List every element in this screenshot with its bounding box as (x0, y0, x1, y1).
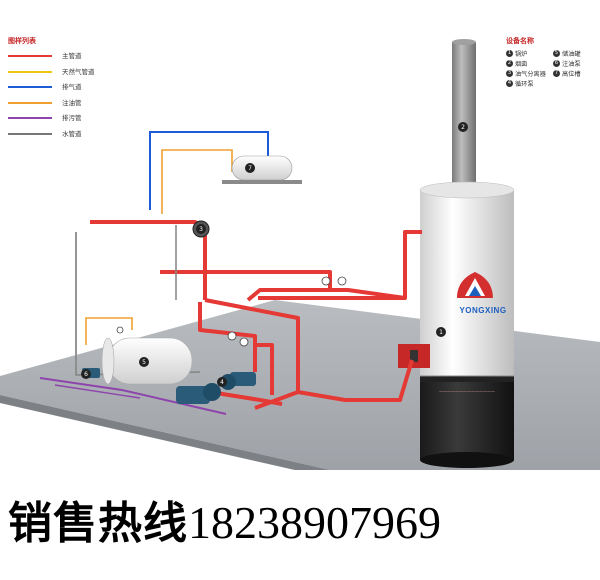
callout-2: 2 (458, 122, 468, 132)
callout-5: 5 (139, 357, 149, 367)
legend-label: 排气道 (62, 83, 82, 91)
callouts: 1 2 3 4 5 6 7 (81, 122, 468, 387)
boiler-plate: —————————————— (439, 389, 495, 394)
boiler-system-diagram: —————————————— (0, 39, 600, 470)
equipment-number: 2 (506, 60, 513, 67)
brand-logo (457, 272, 493, 298)
callout-3: 3 (196, 224, 206, 234)
injection-pipe (161, 149, 233, 214)
equipment-number: 4 (506, 80, 513, 87)
equipment-title: 设备名称 (506, 37, 534, 45)
callout-1: 1 (436, 327, 446, 337)
equipment-number: 5 (553, 50, 560, 57)
legend-title: 图样列表 (8, 37, 36, 45)
legend-swatch (8, 70, 52, 73)
equipment-label: 锅炉 (515, 51, 528, 58)
high-level-tank (222, 155, 302, 184)
equipment-label: 烟囱 (515, 61, 528, 68)
callout-4: 4 (217, 377, 227, 387)
boiler-band (420, 372, 514, 382)
legend-label: 注油管 (62, 98, 82, 107)
floor-edge (0, 395, 330, 470)
equipment-number: 6 (553, 60, 560, 67)
legend-swatch (8, 132, 52, 135)
legend-item: 天然气管道 (8, 66, 128, 82)
storage-tank (101, 337, 193, 385)
equipment-number: 7 (553, 70, 560, 77)
legend-label: 排污管 (62, 114, 82, 122)
legend-label: 水管道 (62, 129, 82, 138)
callout-2-label: 2 (461, 124, 465, 131)
callout-3-label: 3 (199, 226, 203, 233)
brand-name: YONGXING (459, 306, 507, 315)
equipment-label: 注油泵 (562, 61, 581, 68)
hotline-number: 18238907969 (188, 497, 441, 548)
callout-7-label: 7 (248, 165, 252, 172)
equipment-label: 油气分离器 (515, 71, 546, 78)
equipment-number: 1 (506, 50, 513, 57)
equipment-label: 储油罐 (562, 51, 581, 58)
sales-hotline: 销售热线18238907969 (0, 488, 600, 558)
callout-7: 7 (245, 163, 255, 173)
callout-4-label: 4 (220, 379, 224, 386)
legend-swatch (8, 101, 52, 104)
boiler-base (420, 378, 514, 460)
callout-6-label: 6 (84, 371, 88, 378)
equipment-label: 高位槽 (562, 71, 581, 78)
legend-label: 主管道 (62, 52, 82, 60)
legend-item: 注油管 (8, 97, 128, 113)
equipment-number: 3 (506, 70, 513, 77)
legend-swatch (8, 86, 52, 88)
pressure-gauges (116, 276, 347, 347)
legend-item: 排污管 (8, 112, 128, 128)
legend-item: 水管道 (8, 128, 128, 144)
callout-5-label: 5 (142, 359, 146, 366)
legend-item: 排气道 (8, 81, 128, 97)
pipe-legend: 图样列表 主管道 天然气管道 排气道 注油管 排污管 水管道 (8, 36, 128, 143)
legend-swatch (8, 55, 52, 57)
drain-pipe (39, 377, 227, 415)
legend-swatch (8, 117, 52, 119)
legend-item: 主管道 (8, 50, 128, 66)
hotline-label: 销售热线 (8, 498, 188, 549)
callout-6: 6 (81, 369, 91, 379)
legend-label: 天然气管道 (62, 67, 95, 76)
chimney (452, 42, 476, 190)
callout-1-label: 1 (439, 329, 443, 336)
equipment-label: 循环泵 (515, 81, 534, 88)
exhaust-pipe (149, 131, 269, 210)
